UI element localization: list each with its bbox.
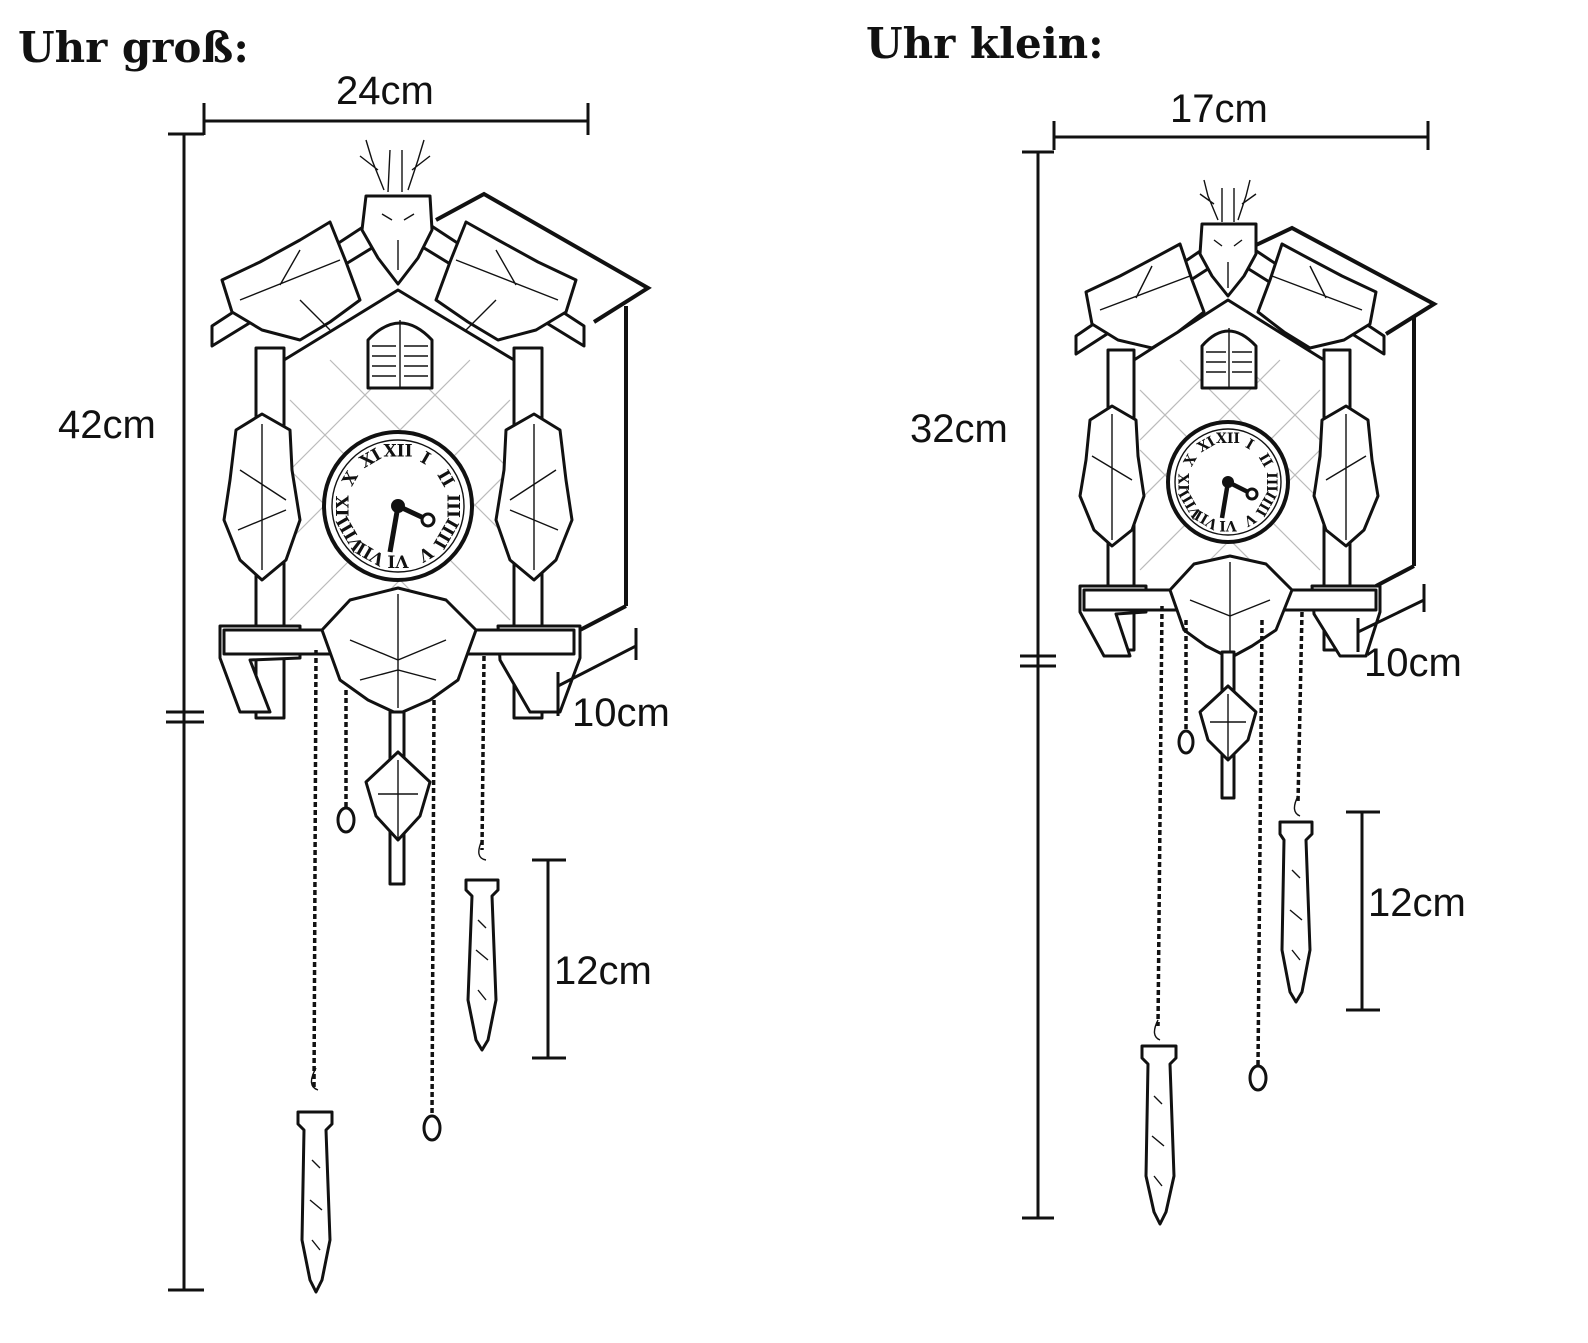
large-deer-head-ornament (359, 139, 434, 286)
small-dial-numeral: XII (1216, 431, 1240, 447)
small-dial-numeral: VI (1219, 517, 1237, 533)
large-width-dimension: 24cm (202, 69, 590, 135)
small-depth-dimension: 10cm (1356, 584, 1462, 685)
small-height-label: 32cm (910, 407, 1008, 451)
small-clock-section: Uhr klein: 17cm 32cm (866, 19, 1466, 1226)
large-width-label: 24cm (336, 69, 434, 113)
small-cuckoo-door (1200, 328, 1258, 390)
small-height-dimension: 32cm (910, 150, 1056, 1220)
large-weight-label: 12cm (554, 949, 652, 993)
small-dial-numeral: III (1263, 472, 1279, 492)
small-clock-title: Uhr klein: (866, 19, 1104, 68)
large-dial-numeral: VI (387, 551, 409, 571)
large-dial-numeral: XII (383, 442, 412, 462)
large-depth-dimension: 10cm (556, 628, 670, 735)
small-pendulum (1198, 650, 1258, 800)
small-weight-long (1140, 1044, 1178, 1226)
small-weight-short (1278, 820, 1314, 1004)
small-dial-numeral: XI (1195, 434, 1218, 457)
small-width-dimension: 17cm (1052, 87, 1430, 150)
small-width-label: 17cm (1170, 87, 1268, 131)
small-deer-head-ornament (1198, 179, 1258, 298)
large-weight-short (464, 878, 500, 1052)
large-weight-dimension: 12cm (532, 858, 652, 1060)
large-weight-long (296, 1110, 334, 1294)
large-height-label: 42cm (58, 403, 156, 447)
large-cuckoo-door (366, 320, 434, 390)
small-clock-body (1074, 179, 1438, 660)
large-clock-section: Uhr groß: 24cm 42cm (18, 23, 670, 1294)
large-dial-numeral: IX (334, 495, 354, 517)
small-dial-numeral: IX (1177, 473, 1193, 491)
small-depth-label: 10cm (1364, 641, 1462, 685)
large-clock-title: Uhr groß: (18, 23, 249, 72)
small-weight-dimension: 12cm (1346, 810, 1466, 1012)
large-height-dimension: 42cm (58, 132, 204, 1292)
small-chains (1153, 605, 1304, 1092)
large-chains (310, 649, 487, 1142)
large-depth-label: 10cm (572, 691, 670, 735)
large-pendulum (364, 710, 432, 886)
small-weight-label: 12cm (1368, 881, 1466, 925)
large-dial-numeral: III (443, 494, 463, 518)
large-clock-body (210, 139, 652, 720)
